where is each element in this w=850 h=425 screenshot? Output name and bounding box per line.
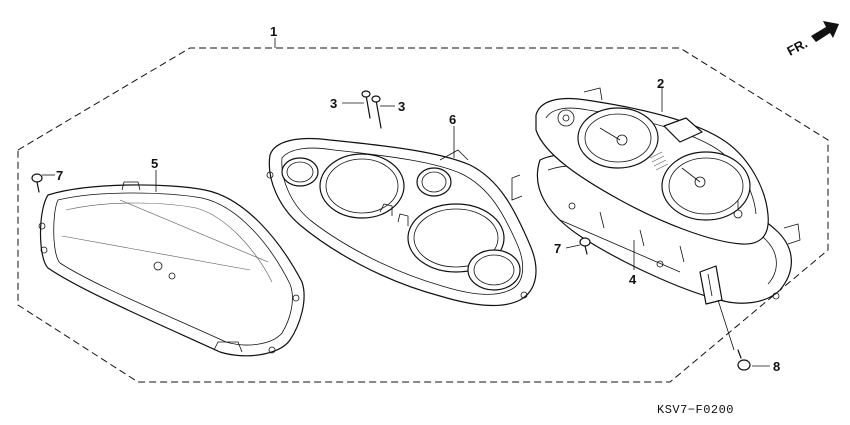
meter-cover-5 [38,181,305,357]
meter-panel-6 [266,137,537,307]
callout-4: 4 [629,272,637,287]
assembly-boundary [17,47,829,383]
drawing-code: KSV7−F0200 [657,403,734,417]
meter-case-4 [511,153,801,305]
leader-lines [42,38,770,367]
callout-2: 2 [657,76,664,91]
screw-3a [361,90,371,119]
front-indicator: FR. [784,21,839,59]
callout-7-left: 7 [56,168,63,183]
callout-8: 8 [773,359,780,374]
callout-7-right: 7 [554,241,561,256]
meter-assembly-2 [535,87,769,245]
screw-7-right [579,237,591,255]
callout-5: 5 [151,156,158,171]
callout-6: 6 [449,112,456,127]
callout-1: 1 [270,24,277,39]
screw-7-left [31,173,43,193]
screw-8 [737,349,751,371]
callout-3-right: 3 [398,99,405,114]
front-arrow-icon [811,21,839,42]
callout-3-left: 3 [330,96,337,111]
screw-3b [371,95,382,129]
front-indicator-label: FR. [784,36,810,59]
